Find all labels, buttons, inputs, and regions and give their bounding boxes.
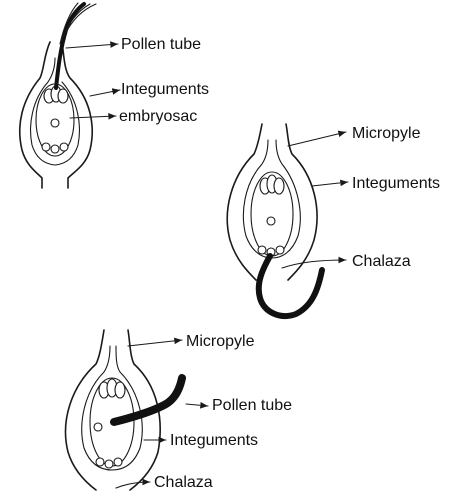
label-micropyle-c: Micropyle — [186, 333, 255, 350]
antipodal-3-c — [114, 458, 122, 466]
ovule-mesogamy: Micropyle Pollen tube Integuments Chalaz… — [66, 330, 293, 491]
label-chalaza-c: Chalaza — [154, 474, 213, 491]
antipodal-1-b — [258, 246, 266, 254]
leader-micropyle-b — [288, 132, 346, 146]
leader-pollen-tube-a — [66, 44, 118, 48]
leader-embryosac-a — [70, 116, 116, 118]
antipodal-3 — [60, 143, 68, 151]
label-integuments-a: Integuments — [121, 81, 209, 98]
label-pollen-tube-a: Pollen tube — [121, 36, 201, 53]
label-pollen-tube-c: Pollen tube — [212, 397, 292, 414]
label-integuments-b: Integuments — [352, 175, 440, 192]
leader-integuments-a — [90, 90, 120, 96]
leader-pollen-tube-c — [186, 404, 208, 406]
synergid-right-b — [274, 178, 284, 194]
leader-chalaza-b — [282, 260, 346, 268]
synergid-right — [58, 89, 68, 103]
secondary-nucleus — [51, 119, 59, 127]
antipodal-3-b — [276, 246, 284, 254]
label-chalaza-b: Chalaza — [352, 253, 411, 270]
antipodal-2-c — [105, 460, 113, 468]
antipodal-2 — [51, 145, 59, 153]
secondary-nucleus-c — [94, 423, 102, 431]
secondary-nucleus-b — [267, 217, 275, 225]
pollen-tube-a — [56, 4, 84, 88]
antipodal-1-c — [96, 458, 104, 466]
synergid-right-c — [115, 382, 125, 398]
leader-micropyle-c — [128, 340, 182, 346]
ovule-chalazogamy: Micropyle Integuments Chalaza — [227, 124, 440, 316]
label-micropyle-b: Micropyle — [352, 125, 421, 142]
leader-integuments-b — [312, 182, 348, 186]
label-integuments-c: Integuments — [170, 432, 258, 449]
antipodal-1 — [42, 143, 50, 151]
label-embryosac-a: embryosac — [119, 108, 197, 125]
pollen-tube-b — [259, 256, 322, 316]
outer-integument — [20, 42, 92, 188]
ovule-porogamy: Pollen tube Integuments embryosac — [20, 3, 209, 188]
